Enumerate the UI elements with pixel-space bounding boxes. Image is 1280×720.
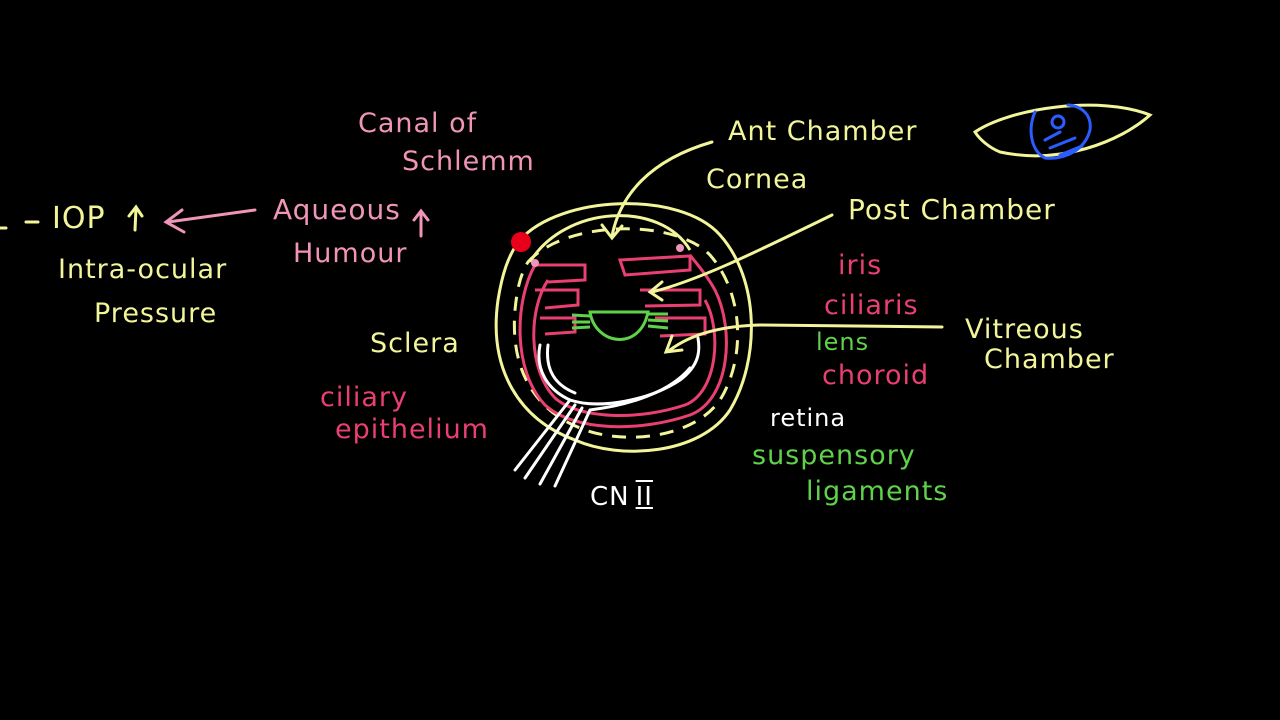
cornea-label: Cornea	[706, 164, 809, 195]
sclera-outline	[494, 202, 753, 453]
iop-label: IOP	[52, 201, 106, 236]
cornea-arc	[528, 214, 692, 263]
suspensory-ligaments	[571, 312, 669, 330]
vitreous-label: Vitreous	[965, 314, 1084, 345]
canal-dot-small-left	[531, 259, 539, 267]
pressure-label: Pressure	[94, 298, 218, 329]
ciliaris-label: ciliaris	[824, 290, 919, 321]
aqueous-label: Aqueous	[273, 193, 401, 226]
canal-of-label: Canal of	[358, 108, 478, 139]
canal-of-schlemm-dot	[511, 232, 531, 252]
suspensory-label: suspensory	[752, 440, 916, 471]
vitreous-chamber-pointer	[663, 323, 944, 354]
iris-right	[617, 254, 707, 338]
humour-up-arrow	[412, 208, 430, 238]
choroid-layer-inner	[532, 279, 717, 417]
iop-up-arrow	[127, 204, 144, 232]
humour-label: Humour	[293, 238, 408, 269]
inner-dashed-layer	[512, 227, 740, 439]
lens	[588, 310, 650, 341]
post-chamber-label: Post Chamber	[848, 193, 1056, 226]
intra-ocular-label: Intra-ocular	[58, 254, 228, 285]
optic-nerve	[513, 336, 701, 488]
epithelium-label: epithelium	[335, 414, 489, 445]
iris-left	[535, 263, 587, 336]
cn-numeral: II	[635, 482, 653, 512]
eye-icon	[972, 103, 1153, 160]
ant-chamber-pointer	[600, 140, 714, 241]
sclera-label: Sclera	[370, 328, 460, 359]
cn-text: CN	[590, 482, 630, 512]
choroid-label: choroid	[822, 360, 930, 391]
ant-chamber-label: Ant Chamber	[728, 116, 918, 147]
ciliary-label: ciliary	[320, 382, 408, 413]
ligaments-label: ligaments	[806, 476, 949, 507]
vitreous-chamber-label: Chamber	[984, 344, 1115, 375]
canal-dot-small-right	[676, 244, 684, 252]
lens-label: lens	[816, 328, 870, 356]
retina-label: retina	[770, 404, 847, 432]
iris-label: iris	[838, 250, 883, 281]
aqueous-to-iop-arrow	[163, 208, 257, 234]
iop-dash	[0, 220, 40, 230]
post-chamber-pointer	[647, 213, 834, 302]
choroid-layer	[518, 254, 728, 429]
schlemm-label: Schlemm	[402, 146, 535, 177]
